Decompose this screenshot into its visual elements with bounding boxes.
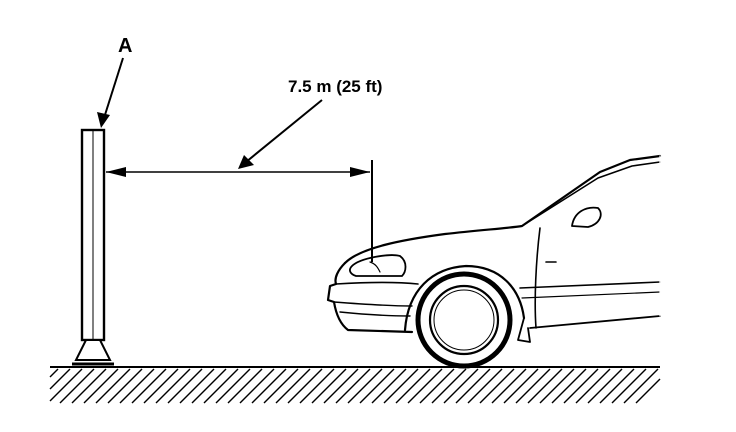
distance-dimension [106, 160, 373, 262]
car [326, 154, 662, 343]
ground-hatching [49, 368, 661, 404]
callout-label: A [118, 35, 132, 57]
callout-leader [103, 57, 124, 119]
distance-leader [245, 99, 323, 163]
front-wheel [415, 271, 513, 369]
callout-arrowhead [97, 112, 110, 128]
distance-label: 7.5 m (25 ft) [288, 77, 382, 96]
distance-arrowhead [238, 155, 254, 169]
ground [49, 366, 661, 404]
aiming-screen [72, 128, 114, 366]
